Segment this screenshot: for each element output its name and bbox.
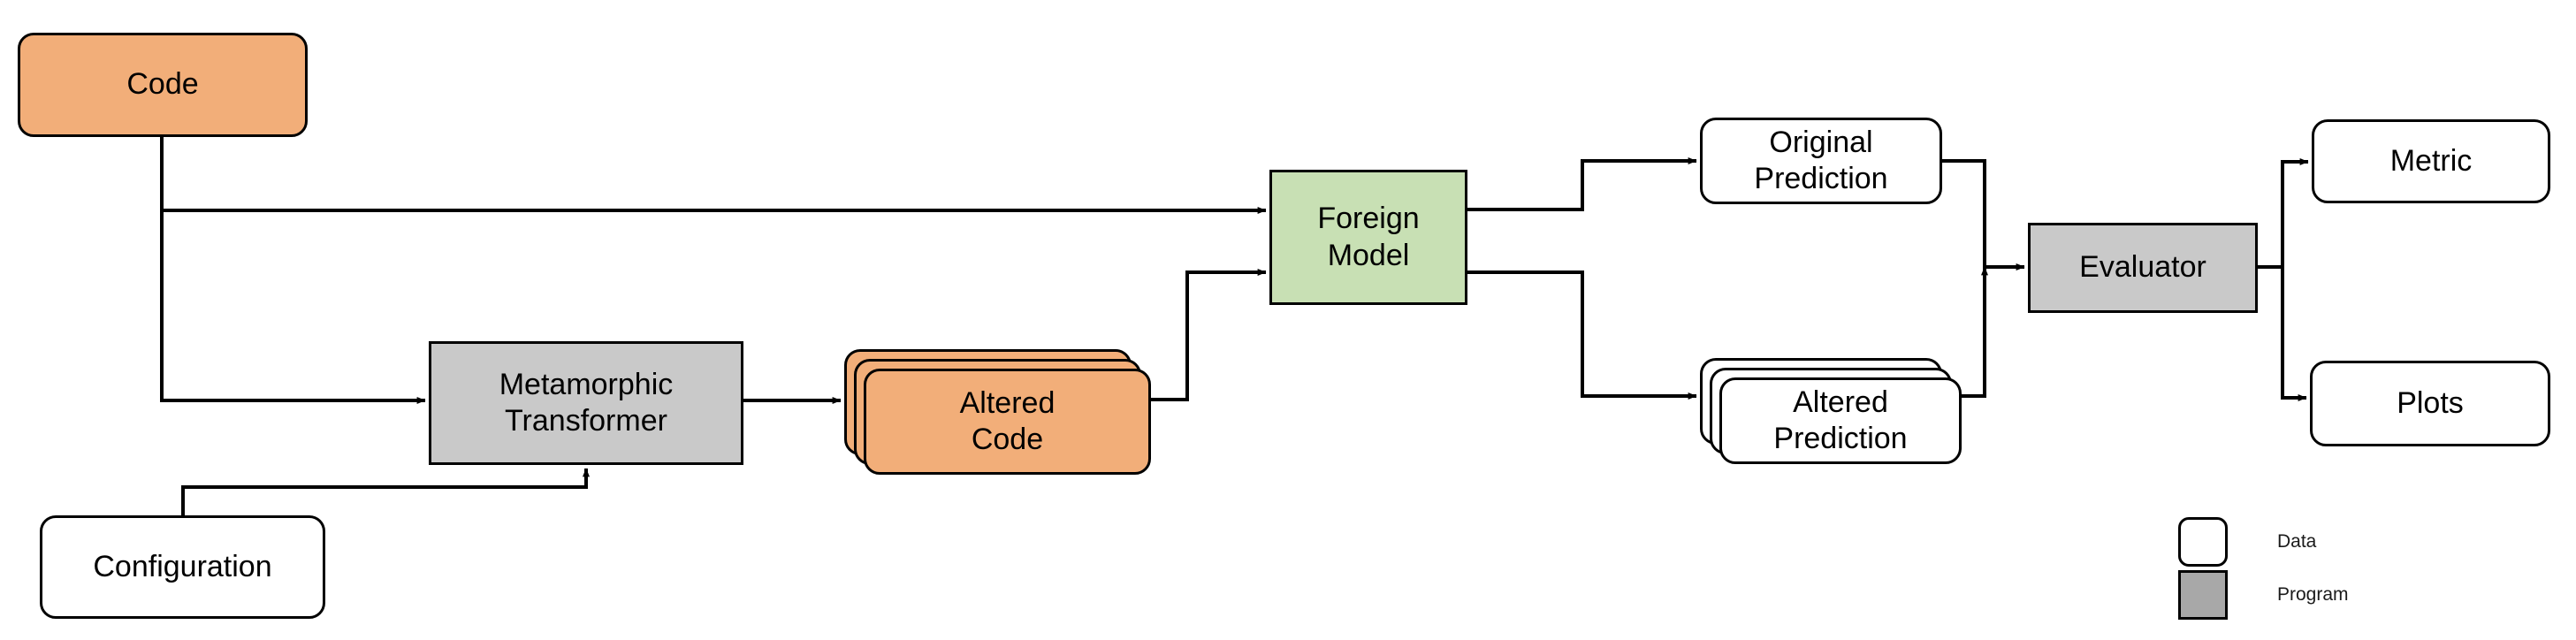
edge-configuration-to-metamorphic-transformer [181, 468, 590, 515]
node-code[interactable]: Code [18, 33, 308, 137]
node-original-prediction[interactable]: Original Prediction [1700, 118, 1942, 204]
node-configuration[interactable]: Configuration [40, 515, 325, 619]
legend-program-swatch-icon [2178, 570, 2228, 620]
node-label: Altered Prediction [1773, 385, 1908, 455]
node-altered-prediction-front: Altered Prediction [1719, 377, 1962, 464]
edge-evaluator-to-plots [2281, 267, 2307, 401]
edge-foreign-model-to-altered-prediction [1467, 270, 1697, 400]
node-evaluator[interactable]: Evaluator [2028, 223, 2258, 313]
legend-program-label: Program [2277, 584, 2349, 605]
node-label: Plots [2397, 385, 2464, 420]
node-label: Configuration [93, 549, 272, 583]
legend-data-label: Data [2277, 531, 2317, 552]
node-foreign-model[interactable]: Foreign Model [1269, 170, 1467, 305]
edge-code-to-metamorphic-transformer [160, 210, 426, 404]
edge-foreign-model-to-original-prediction [1467, 157, 1697, 211]
edge-evaluator-to-metric [2258, 158, 2309, 269]
node-metamorphic-transformer[interactable]: Metamorphic Transformer [429, 341, 743, 465]
node-altered-code-front: Altered Code [864, 369, 1151, 475]
legend-program: Program [2178, 570, 2349, 620]
node-metric[interactable]: Metric [2312, 119, 2550, 203]
node-label: Original Prediction [1754, 125, 1888, 195]
edge-original-prediction-to-evaluator [1942, 159, 2025, 270]
node-label: Code [126, 67, 199, 102]
legend-data: Data [2178, 517, 2316, 567]
node-label: Metric [2389, 143, 2473, 178]
node-plots[interactable]: Plots [2310, 361, 2550, 446]
edge-altered-code-to-foreign-model [1132, 269, 1267, 401]
legend-data-swatch-icon [2178, 517, 2228, 567]
node-altered-code[interactable]: Altered Code [844, 349, 1151, 475]
edge-code-to-foreign-model [160, 137, 1267, 214]
node-label: Foreign Model [1317, 202, 1420, 272]
node-label: Altered Code [959, 385, 1056, 456]
node-label: Evaluator [2079, 250, 2206, 285]
node-altered-prediction[interactable]: Altered Prediction [1700, 358, 1962, 464]
node-label: Metamorphic Transformer [499, 367, 674, 438]
